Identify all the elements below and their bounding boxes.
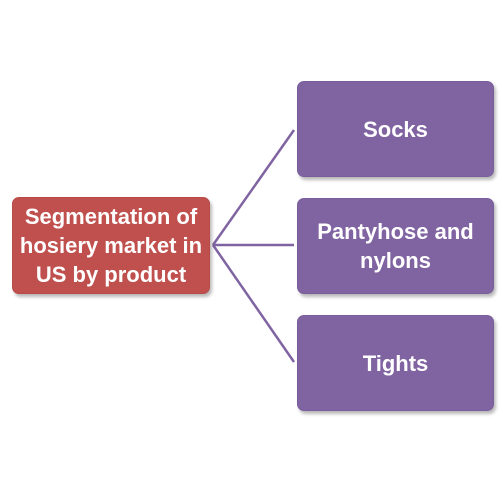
root-node-label: Segmentation of hosiery market in US by … [19, 204, 203, 287]
child-node-pantyhose-and-nylons: Pantyhose and nylons [297, 198, 494, 294]
child-node-label: Tights [362, 350, 429, 376]
child-node-socks: Socks [297, 81, 494, 177]
child-node-label: Socks [363, 116, 428, 142]
root-node: Segmentation of hosiery market in US by … [12, 197, 210, 294]
connector-to-socks [211, 129, 296, 246]
connector-to-tights [211, 244, 296, 363]
child-node-tights: Tights [297, 315, 494, 411]
child-node-label: Pantyhose and nylons [317, 219, 474, 273]
